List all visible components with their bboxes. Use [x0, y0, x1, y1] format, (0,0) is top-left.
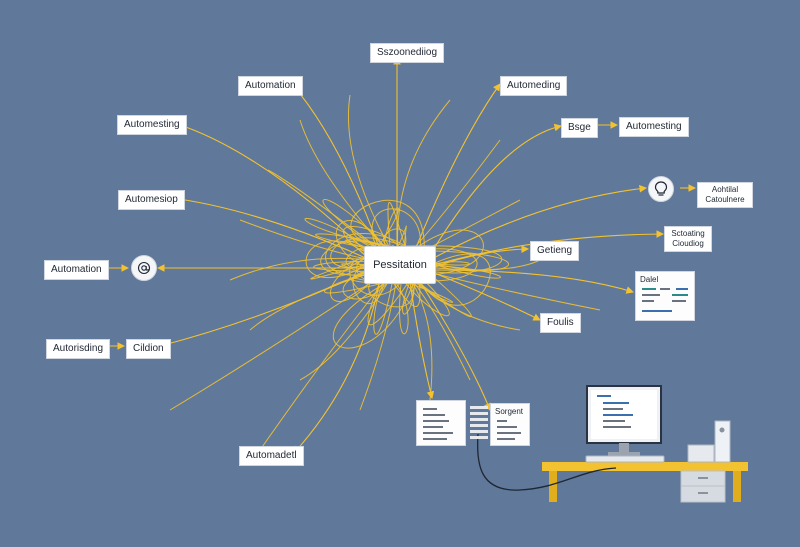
node-left-3[interactable]: Automation — [44, 260, 109, 280]
desk — [542, 462, 748, 503]
card-sorgent[interactable]: Sorgent — [490, 403, 530, 446]
arrow-connector — [291, 83, 381, 251]
node-right-1a[interactable]: Bsge — [561, 118, 598, 138]
arrow-connector — [429, 123, 563, 256]
arrow-connector — [431, 271, 541, 321]
wire-strand — [169, 263, 400, 411]
wire-loop — [343, 226, 398, 265]
arrow-connector — [409, 281, 435, 400]
arrow-connector — [414, 83, 501, 251]
node-right-2-line2: Catoulnere — [705, 195, 745, 204]
center-node[interactable]: Pessitation — [364, 246, 436, 284]
center-node-label: Pessitation — [373, 259, 427, 271]
arrow-connectors — [100, 56, 697, 454]
node-right-1b[interactable]: Automesting — [619, 117, 689, 137]
node-left-2[interactable]: Automesiop — [118, 190, 185, 210]
node-top-right[interactable]: Automeding — [500, 76, 568, 96]
node-right-3[interactable]: Sctoating Cioudiog — [664, 226, 712, 252]
arrow-connector — [429, 184, 648, 261]
node-left-4a[interactable]: Autorisding — [46, 339, 111, 359]
pc-tower-icon — [687, 420, 731, 463]
wire-loop — [385, 229, 484, 278]
wire-strand — [299, 263, 400, 381]
node-right-3-line2: Cioudiog — [672, 239, 704, 248]
arrow-connector — [158, 271, 367, 349]
wire-strand — [397, 99, 451, 265]
wire-loop — [405, 250, 510, 271]
node-bottom-left[interactable]: Automadetl — [239, 446, 304, 466]
arrow-connector — [172, 121, 371, 256]
wire-strand — [299, 119, 400, 265]
node-right-3-line1: Sctoating — [671, 229, 705, 238]
arrow-connector — [419, 281, 492, 412]
node-top-left[interactable]: Automation — [238, 76, 303, 96]
node-left-1[interactable]: Automesting — [117, 115, 187, 135]
wire-strand — [347, 94, 400, 265]
arrow-connector — [431, 245, 530, 269]
node-right-2-line1: Aohtilal — [711, 185, 739, 194]
monitor-icon — [586, 385, 662, 456]
node-left-4b[interactable]: Cildion — [126, 339, 171, 359]
wire-loop — [352, 255, 387, 305]
node-mid-right-low[interactable]: Foulis — [540, 313, 581, 333]
server-rack-icon — [470, 406, 488, 439]
card-document[interactable] — [416, 400, 466, 446]
arrow-connector — [293, 279, 381, 454]
node-top[interactable]: Sszoonediiog — [370, 43, 445, 63]
lightbulb-icon[interactable] — [648, 176, 674, 202]
card-dalel[interactable]: Dalel — [635, 271, 695, 321]
card-sorgent-title: Sorgent — [495, 407, 524, 416]
wire-loop — [383, 228, 407, 252]
arrow-connector — [170, 195, 371, 261]
keyboard-icon — [585, 455, 665, 463]
arrow-connector — [431, 269, 635, 294]
wire-loop — [402, 267, 417, 315]
cable — [476, 433, 617, 491]
node-right-2[interactable]: Aohtilal Catoulnere — [697, 182, 753, 208]
at-sign-icon[interactable] — [131, 255, 157, 281]
wire-loop — [390, 259, 409, 335]
node-mid-right[interactable]: Getieng — [530, 241, 580, 261]
card-dalel-title: Dalel — [640, 275, 659, 284]
wire-loop — [350, 199, 425, 267]
